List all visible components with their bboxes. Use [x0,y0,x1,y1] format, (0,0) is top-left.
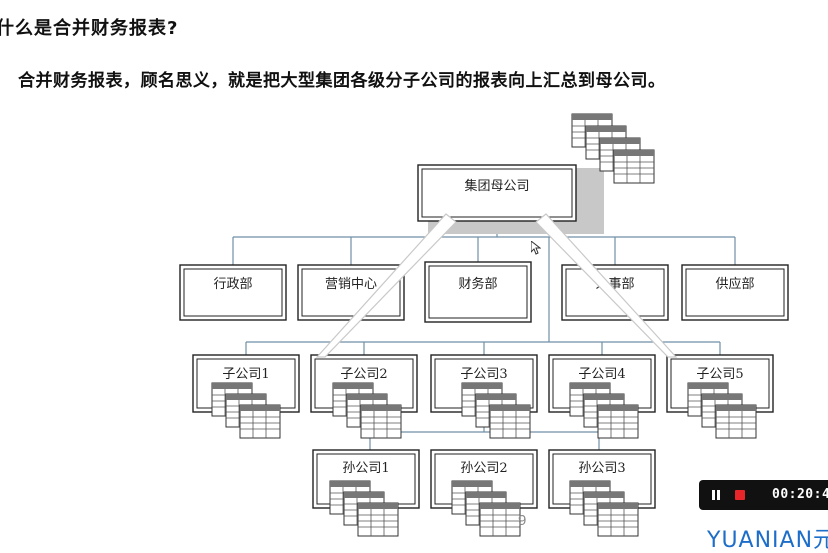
pause-icon[interactable] [712,490,721,500]
mouse-cursor-icon [531,241,541,255]
grandchild-node: 孙公司1 [312,449,420,537]
subsidiary-label: 子公司1 [222,367,269,382]
parent-company-node: 集团母公司 [417,164,604,234]
stop-icon[interactable] [735,490,745,500]
department-label: 行政部 [213,277,252,292]
grandchild-label: 孙公司2 [460,461,507,476]
grandchild-row: 孙公司1 孙公司2 孙公司3 [312,449,656,537]
subsidiary-label: 子公司4 [578,367,625,382]
subsidiary-row: 子公司1 子公司2 子公司3 子公司4 子公司5 [192,354,774,439]
subsidiary-label: 子公司5 [696,367,743,382]
consolidation-arrows [315,213,678,358]
page-heading: 什么是合并财务报表? [0,18,179,39]
department-label: 营销中心 [325,277,377,292]
grandchild-node: 孙公司3 [548,449,656,537]
subsidiary-label: 子公司2 [340,367,387,382]
screen-recorder-bar: 00:20:46 [699,480,828,510]
subsidiary-node: 子公司4 [548,354,656,439]
brand-logo: YUANIAN元 [707,528,828,553]
subsidiary-node: 子公司5 [666,354,774,439]
subsidiary-node: 子公司2 [310,354,418,439]
department-label: 供应部 [715,276,754,292]
subsidiary-node: 子公司1 [192,354,300,439]
parent-company-label: 集团母公司 [464,178,529,194]
page-number: 9 [518,512,527,529]
department-node: 供应部 [681,264,789,321]
grandchild-label: 孙公司1 [342,461,389,476]
recording-timer: 00:20:46 [772,487,828,502]
grandchild-label: 孙公司3 [578,461,625,476]
department-node: 行政部 [179,264,287,321]
left-consolidation-arrow [315,213,457,358]
right-consolidation-arrow [535,213,678,358]
department-node: 财务部 [424,261,532,323]
slide-subtitle: 合并财务报表，顾名思义，就是把大型集团各级分子公司的报表向上汇总到母公司。 [18,71,666,91]
grandchild-node: 孙公司2 [430,449,538,537]
subsidiary-node: 子公司3 [430,354,538,439]
subsidiary-label: 子公司3 [460,367,507,382]
department-row: 行政部 营销中心 财务部 人事部 供应部 [179,261,789,323]
department-label: 财务部 [458,276,497,292]
